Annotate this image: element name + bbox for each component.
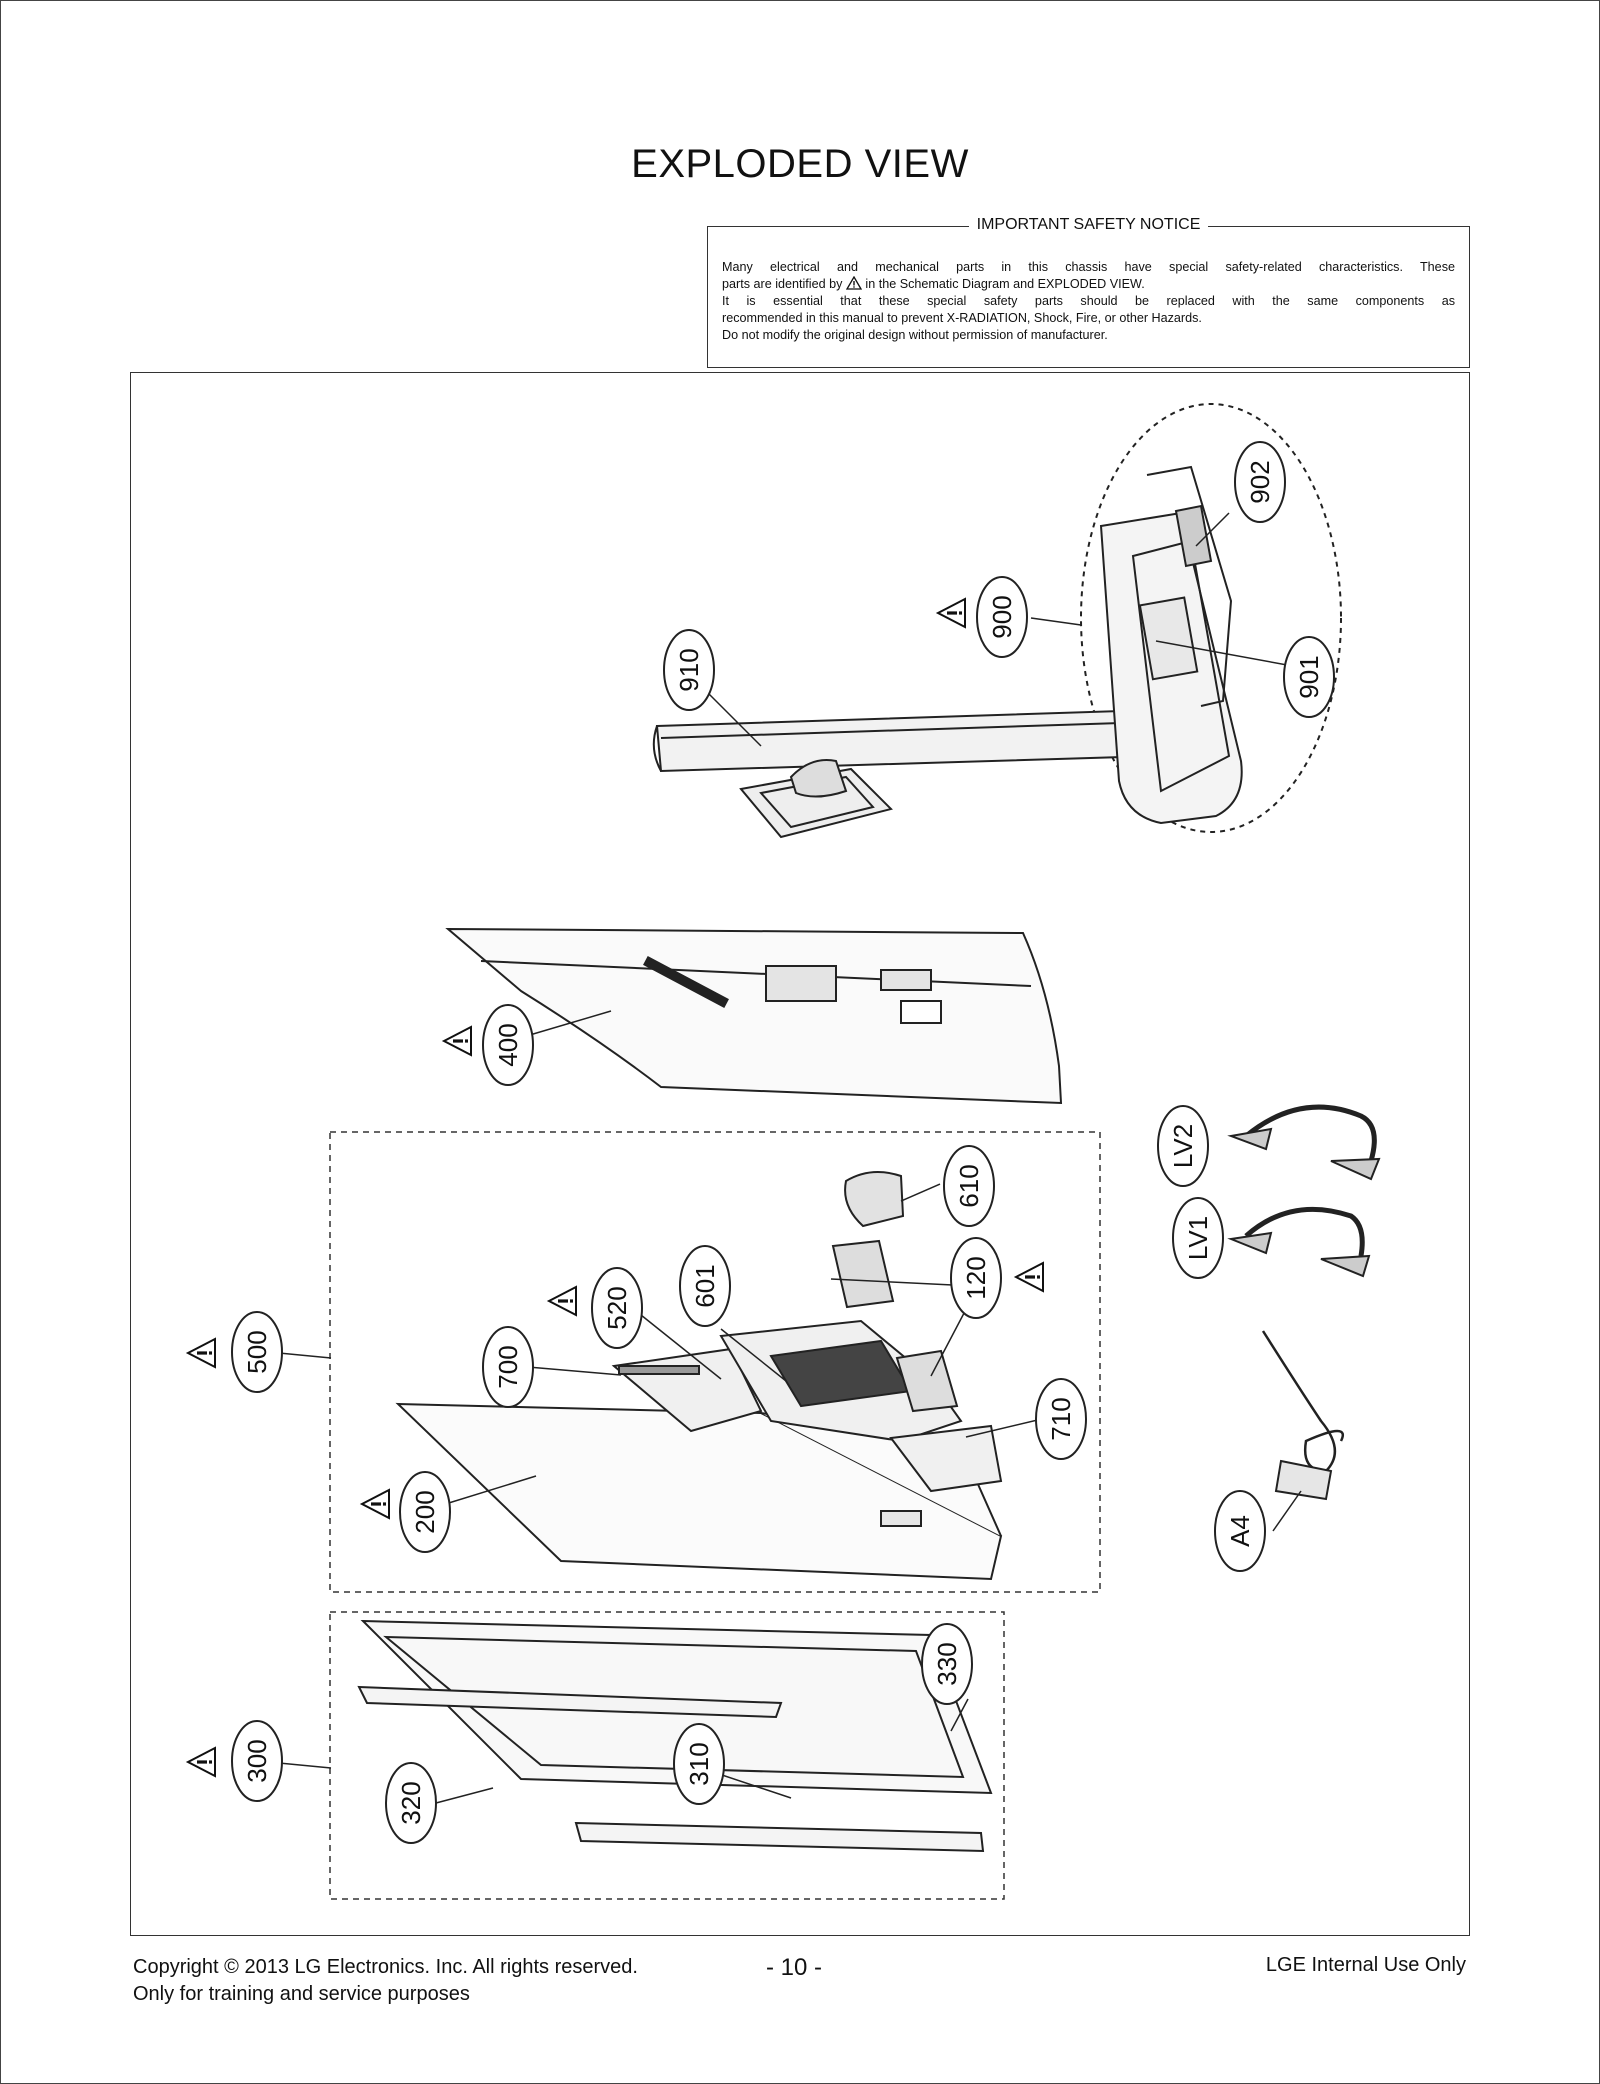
- svg-text:LV1: LV1: [1183, 1216, 1213, 1260]
- page-title: EXPLODED VIEW: [631, 142, 969, 186]
- main-boards: [611, 1171, 1003, 1493]
- footer-purpose: Only for training and service purposes: [133, 1983, 470, 2005]
- warning-triangle-icon: [187, 1338, 216, 1368]
- svg-text:601: 601: [690, 1264, 720, 1307]
- warning-triangle-icon: [937, 598, 966, 628]
- safety-notice-body: Many electrical and mechanical parts in …: [722, 259, 1455, 344]
- callout-520: 520: [591, 1267, 643, 1349]
- notice-line-2b: in the Schematic Diagram and EXPLODED VI…: [865, 277, 1145, 291]
- footer-copyright: Copyright © 2013 LG Electronics. Inc. Al…: [133, 1956, 638, 1978]
- callout-610: 610: [943, 1145, 995, 1227]
- callout-901: 901: [1283, 636, 1335, 718]
- svg-text:400: 400: [493, 1023, 523, 1066]
- callout-300: 300: [231, 1720, 283, 1802]
- accessories: [1227, 1104, 1381, 1501]
- warning-triangle-icon: [845, 276, 862, 290]
- callout-900: 900: [976, 576, 1028, 658]
- callout-902: 902: [1234, 441, 1286, 523]
- safety-notice-box: IMPORTANT SAFETY NOTICE Many electrical …: [707, 216, 1470, 368]
- warning-triangle-icon: [361, 1489, 390, 1519]
- warning-triangle-icon: [548, 1286, 577, 1316]
- warning-triangle-icon: [187, 1747, 216, 1777]
- callout-330: 330: [921, 1623, 973, 1705]
- page-number: - 10 -: [766, 1954, 823, 1981]
- svg-text:320: 320: [396, 1781, 426, 1824]
- svg-text:902: 902: [1245, 460, 1275, 503]
- warning-triangle-icon: [443, 1026, 472, 1056]
- svg-text:120: 120: [961, 1256, 991, 1299]
- svg-text:901: 901: [1294, 655, 1324, 698]
- svg-text:900: 900: [987, 595, 1017, 638]
- footer-internal-use: LGE Internal Use Only: [1265, 1954, 1466, 1976]
- group-500-box: [329, 1131, 1101, 1593]
- callout-200: 200: [399, 1471, 451, 1553]
- svg-text:330: 330: [932, 1642, 962, 1685]
- svg-text:310: 310: [684, 1742, 714, 1785]
- callout-601: 601: [679, 1245, 731, 1327]
- back-cover: [445, 927, 1063, 1105]
- notice-line-2: parts are identified by in the Schematic…: [722, 276, 1455, 293]
- notice-line-4: recommended in this manual to prevent X-…: [722, 311, 1202, 325]
- svg-text:300: 300: [242, 1739, 272, 1782]
- stand-detail-ellipse: [1080, 403, 1342, 833]
- safety-warning-markers: [187, 598, 1044, 1777]
- svg-text:LV2: LV2: [1168, 1124, 1198, 1168]
- front-bezel: [357, 1619, 993, 1853]
- notice-line-5: Do not modify the original design withou…: [722, 328, 1108, 342]
- callout-a4: A4: [1214, 1490, 1266, 1572]
- callout-120: 120: [950, 1237, 1002, 1319]
- callout-700: 700: [482, 1326, 534, 1408]
- svg-text:610: 610: [954, 1164, 984, 1207]
- exploded-view-diagram: 902 900 901 910 400 LV2 LV1 610: [130, 372, 1470, 1936]
- svg-text:700: 700: [493, 1345, 523, 1388]
- safety-notice-heading: IMPORTANT SAFETY NOTICE: [968, 216, 1209, 233]
- callout-310: 310: [673, 1723, 725, 1805]
- notice-line-2a: parts are identified by: [722, 277, 843, 291]
- footer-left: Copyright © 2013 LG Electronics. Inc. Al…: [133, 1954, 638, 2008]
- svg-text:910: 910: [674, 648, 704, 691]
- callout-710: 710: [1035, 1378, 1087, 1460]
- notice-line-3: It is essential that these special safet…: [722, 294, 1455, 308]
- exploded-view-drawing: 902 900 901 910 400 LV2 LV1 610: [187, 403, 1381, 1900]
- callout-320: 320: [385, 1762, 437, 1844]
- callout-500: 500: [231, 1311, 283, 1393]
- svg-text:500: 500: [242, 1330, 272, 1373]
- callout-lv1: LV1: [1172, 1197, 1224, 1279]
- callouts: 902 900 901 910 400 LV2 LV1 610: [231, 441, 1335, 1844]
- callout-400: 400: [482, 1004, 534, 1086]
- notice-line-1: Many electrical and mechanical parts in …: [722, 260, 1455, 274]
- stand-assembly: [652, 403, 1342, 839]
- svg-text:A4: A4: [1225, 1515, 1255, 1547]
- warning-triangle-icon: [1015, 1262, 1044, 1292]
- svg-text:710: 710: [1046, 1397, 1076, 1440]
- group-300-box: [329, 1611, 1005, 1900]
- svg-text:200: 200: [410, 1490, 440, 1533]
- svg-text:520: 520: [602, 1286, 632, 1329]
- callout-lv2: LV2: [1157, 1105, 1209, 1187]
- callout-910: 910: [663, 629, 715, 711]
